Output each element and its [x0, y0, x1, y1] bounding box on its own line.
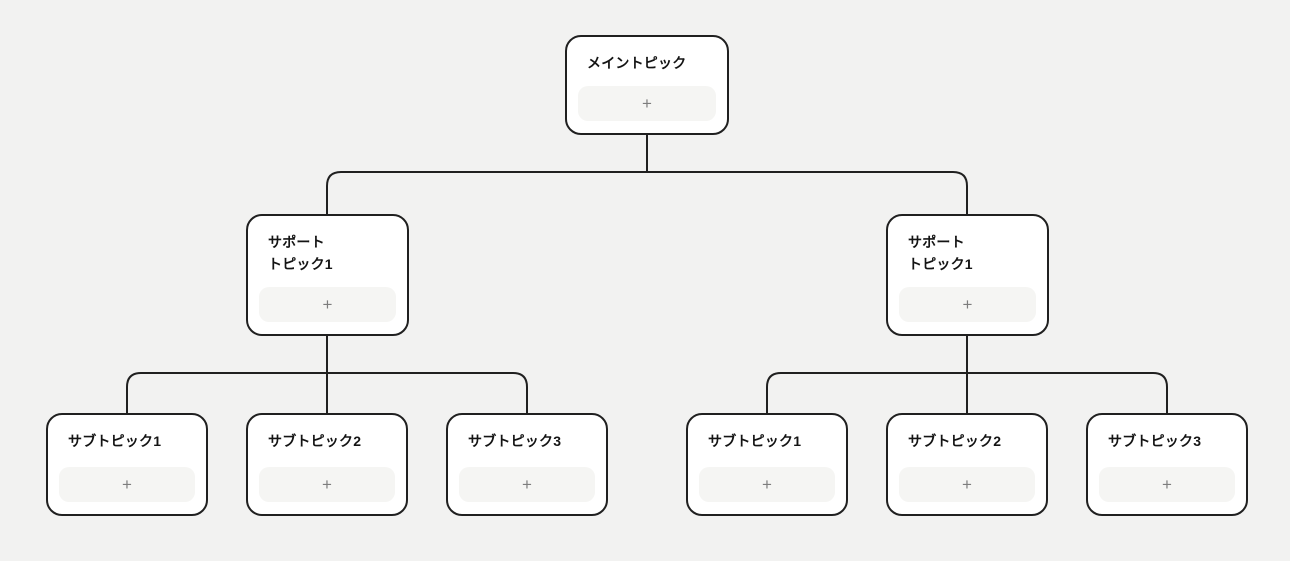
- plus-icon: +: [1162, 475, 1172, 494]
- node-subtopic-right-3[interactable]: サブトピック3 +: [1086, 413, 1248, 516]
- node-subtopic-right-1[interactable]: サブトピック1 +: [686, 413, 848, 516]
- add-child-button[interactable]: +: [899, 287, 1036, 322]
- plus-icon: +: [522, 475, 532, 494]
- node-label: サブトピック2: [908, 433, 1002, 449]
- node-subtopic-left-3[interactable]: サブトピック3 +: [446, 413, 608, 516]
- plus-icon: +: [642, 94, 652, 113]
- connector-root-to-right: [647, 171, 968, 214]
- plus-icon: +: [762, 475, 772, 494]
- node-label: サブトピック3: [1108, 433, 1202, 449]
- add-child-button[interactable]: +: [459, 467, 595, 502]
- plus-icon: +: [322, 295, 333, 314]
- connector-right-to-sub3: [967, 372, 1168, 413]
- connector-right-to-sub1: [766, 372, 967, 413]
- node-support-topic-left[interactable]: サポート トピック1 +: [246, 214, 409, 336]
- add-child-button[interactable]: +: [259, 467, 395, 502]
- node-label: サブトピック1: [68, 433, 162, 449]
- node-subtopic-right-2[interactable]: サブトピック2 +: [886, 413, 1048, 516]
- connector-left-to-sub1: [126, 372, 327, 413]
- connector-left-to-sub3: [327, 372, 528, 413]
- node-subtopic-left-1[interactable]: サブトピック1 +: [46, 413, 208, 516]
- node-label: サブトピック1: [708, 433, 802, 449]
- plus-icon: +: [322, 475, 332, 494]
- add-child-button[interactable]: +: [578, 86, 716, 121]
- add-child-button[interactable]: +: [59, 467, 195, 502]
- node-main-topic[interactable]: メイントピック +: [565, 35, 729, 135]
- add-child-button[interactable]: +: [1099, 467, 1235, 502]
- connector-root-to-left: [326, 171, 647, 214]
- add-child-button[interactable]: +: [899, 467, 1035, 502]
- add-child-button[interactable]: +: [259, 287, 396, 322]
- node-label: サブトピック2: [268, 433, 362, 449]
- node-label: メイントピック: [587, 55, 687, 71]
- node-label: サブトピック3: [468, 433, 562, 449]
- plus-icon: +: [962, 295, 973, 314]
- node-label: サポート トピック1: [908, 234, 973, 272]
- node-support-topic-right[interactable]: サポート トピック1 +: [886, 214, 1049, 336]
- plus-icon: +: [962, 475, 972, 494]
- node-subtopic-left-2[interactable]: サブトピック2 +: [246, 413, 408, 516]
- plus-icon: +: [122, 475, 132, 494]
- add-child-button[interactable]: +: [699, 467, 835, 502]
- node-label: サポート トピック1: [268, 234, 333, 272]
